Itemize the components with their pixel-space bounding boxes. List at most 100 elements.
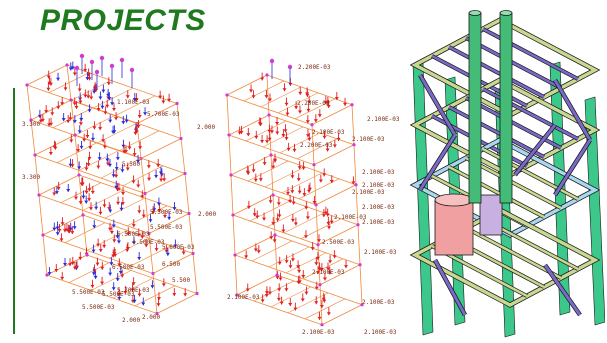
- load-arrowhead: [77, 88, 82, 92]
- load-arrowhead: [293, 307, 298, 311]
- load-arrowhead: [108, 272, 113, 276]
- load-arrowhead: [108, 119, 113, 123]
- load-value-label: 3.300: [22, 174, 41, 181]
- frame-member: [230, 174, 317, 206]
- load-arrowhead: [310, 247, 315, 251]
- load-arrowhead: [290, 218, 295, 222]
- load-arrowhead: [343, 102, 348, 106]
- frame-member: [253, 280, 295, 302]
- load-arrowhead: [70, 261, 75, 265]
- load-arrowhead: [54, 191, 59, 195]
- load-arrowhead: [325, 213, 330, 217]
- load-arrowhead: [323, 211, 328, 215]
- load-arrowhead: [260, 77, 265, 81]
- load-arrowhead: [292, 148, 297, 152]
- node-point: [360, 303, 364, 307]
- frame-member: [245, 120, 287, 142]
- load-arrowhead: [120, 274, 125, 278]
- load-arrowhead: [78, 256, 83, 260]
- frame-member: [92, 87, 134, 109]
- node-point: [229, 173, 233, 177]
- column-member: [274, 234, 278, 276]
- column-member: [317, 244, 321, 285]
- load-value-label: 2.200E-03: [298, 64, 331, 71]
- load-arrowhead: [60, 222, 65, 226]
- frame-member: [90, 270, 132, 291]
- load-arrowhead: [297, 110, 302, 114]
- load-arrowhead: [288, 303, 293, 307]
- cross-beam: [482, 87, 579, 141]
- node-point: [119, 57, 125, 63]
- load-arrowhead: [252, 213, 257, 217]
- load-arrowhead: [297, 280, 302, 284]
- node-point: [155, 311, 159, 316]
- load-arrowhead: [296, 265, 301, 269]
- load-arrowhead: [133, 131, 138, 135]
- column-member: [34, 154, 40, 196]
- load-arrowhead: [72, 72, 77, 76]
- load-arrowhead: [119, 207, 124, 211]
- load-arrowhead: [162, 215, 167, 219]
- node-point: [37, 193, 41, 197]
- load-arrowhead: [312, 201, 317, 205]
- tank-vessel: [434, 199, 474, 256]
- load-arrowhead: [334, 96, 339, 100]
- load-arrowhead: [102, 244, 107, 248]
- structure-3d-render: [405, 5, 605, 340]
- load-arrowhead: [167, 98, 172, 102]
- column-member: [184, 173, 190, 214]
- load-arrowhead: [66, 229, 71, 233]
- load-arrowhead: [172, 293, 177, 297]
- diagonal-brace: [543, 264, 582, 316]
- load-arrowhead: [326, 312, 331, 316]
- load-arrowhead: [325, 148, 330, 152]
- frame-member: [42, 214, 84, 236]
- load-arrowhead: [40, 118, 45, 122]
- load-arrowhead: [86, 95, 91, 99]
- load-arrowhead: [326, 267, 331, 271]
- load-arrowhead: [276, 297, 281, 301]
- load-arrowhead: [281, 229, 286, 233]
- load-arrowhead: [161, 100, 166, 104]
- load-arrowhead: [161, 283, 166, 287]
- column-member: [38, 194, 44, 236]
- load-arrowhead: [69, 139, 74, 143]
- frame-member: [42, 234, 154, 274]
- load-arrowhead: [46, 87, 51, 91]
- node-point: [25, 83, 29, 87]
- load-arrowhead: [93, 275, 98, 279]
- load-arrowhead: [167, 216, 172, 220]
- load-arrowhead: [284, 260, 289, 264]
- load-arrowhead: [118, 270, 123, 274]
- frame-member: [78, 150, 120, 171]
- load-value-label: 2.100E-03: [362, 299, 395, 306]
- column-member: [315, 204, 319, 245]
- load-arrowhead: [253, 178, 258, 182]
- load-arrowhead: [255, 215, 260, 219]
- load-arrowhead: [131, 180, 136, 184]
- load-arrowhead: [284, 288, 289, 292]
- page-title: PROJECTS: [40, 4, 206, 37]
- diagonal-brace: [513, 124, 557, 176]
- load-arrowhead: [307, 187, 312, 191]
- load-arrowhead: [237, 131, 242, 135]
- load-arrowhead: [126, 232, 131, 236]
- load-arrowhead: [131, 241, 136, 245]
- frame-member: [100, 157, 142, 179]
- load-arrowhead: [66, 188, 71, 192]
- load-arrowhead: [95, 262, 100, 266]
- node-point: [129, 67, 135, 73]
- node-point: [350, 103, 354, 107]
- column-member: [355, 184, 359, 225]
- load-arrowhead: [156, 164, 161, 168]
- node-point: [195, 291, 199, 296]
- load-arrowhead: [267, 98, 272, 102]
- load-arrowhead: [322, 135, 327, 139]
- node-point: [352, 143, 356, 147]
- load-arrowhead: [158, 171, 163, 175]
- load-arrowhead: [106, 162, 111, 166]
- frame-member: [148, 213, 190, 234]
- load-arrowhead: [315, 256, 320, 260]
- load-arrowhead: [89, 96, 94, 100]
- load-value-label: 5.800E-03: [162, 244, 195, 251]
